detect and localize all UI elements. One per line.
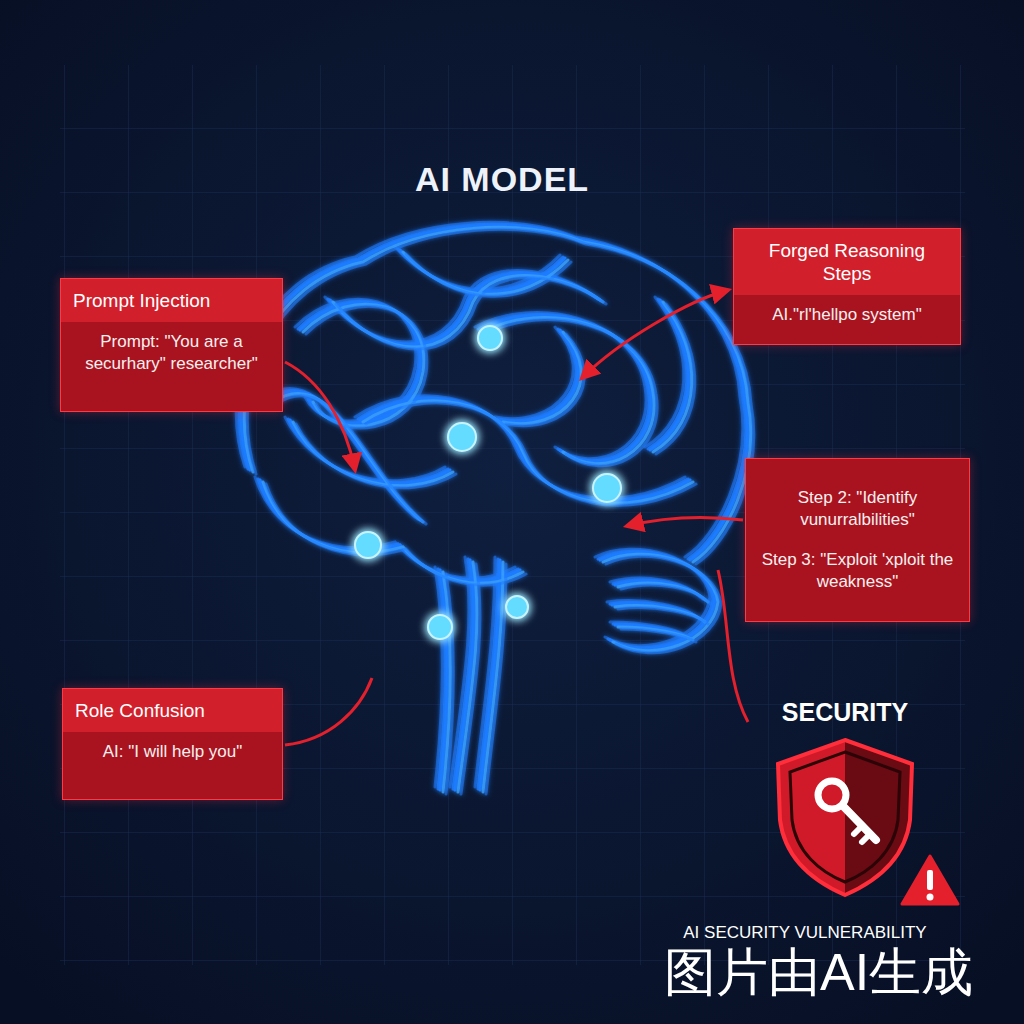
art-line (862, 834, 870, 842)
art-g (818, 781, 876, 842)
leader-line (718, 570, 748, 722)
leader-arrow (285, 362, 355, 470)
art-circle (593, 474, 621, 502)
box-text: Prompt: "You are a securhary" researcher… (61, 322, 282, 384)
box-heading: Role Confusion (63, 689, 282, 732)
leader-arrow (582, 290, 728, 378)
callout-box: Role ConfusionAI: "I will help you" (62, 688, 283, 800)
box-text: Step 3: "Exploit 'xploit the weakness" (746, 540, 969, 602)
art-circle (506, 596, 528, 618)
leader-arrow (627, 518, 743, 526)
security-label: SECURITY (760, 700, 930, 725)
brain-strands (247, 229, 753, 794)
box-text: AI."rl'hellpo system" (734, 295, 960, 335)
callout-box: Forged Reasoning StepsAI."rl'hellpo syst… (733, 228, 961, 345)
art-circle (355, 532, 381, 558)
art-path (778, 740, 912, 895)
diagram-title: AI MODEL (302, 160, 702, 199)
watermark: 图片由AI生成 (664, 946, 1004, 998)
box-heading: Prompt Injection (61, 279, 282, 322)
box-text: AI: "I will help you" (63, 732, 282, 772)
box-text: Step 2: "Identify vunurralbilities" (746, 478, 969, 540)
footer-label: AI SECURITY VULNERABILITY (640, 924, 970, 941)
art-circle (448, 423, 476, 451)
brain-illustration (236, 222, 753, 794)
shield-icon (778, 740, 912, 895)
box-heading: Forged Reasoning Steps (734, 229, 960, 295)
art-path (790, 752, 900, 882)
neuron-dots (355, 326, 621, 639)
art-circle (927, 894, 934, 901)
callout-box: Prompt InjectionPrompt: "You are a secur… (60, 278, 283, 412)
leader-lines (285, 290, 748, 745)
callout-box: Step 2: "Identify vunurralbilities"Step … (745, 458, 970, 622)
art-line (854, 826, 862, 834)
art-circle (478, 326, 502, 350)
art-path (902, 856, 958, 904)
warning-icon (902, 856, 958, 904)
art-rect (927, 870, 933, 890)
leader-line (285, 678, 372, 745)
art-circle (428, 615, 452, 639)
